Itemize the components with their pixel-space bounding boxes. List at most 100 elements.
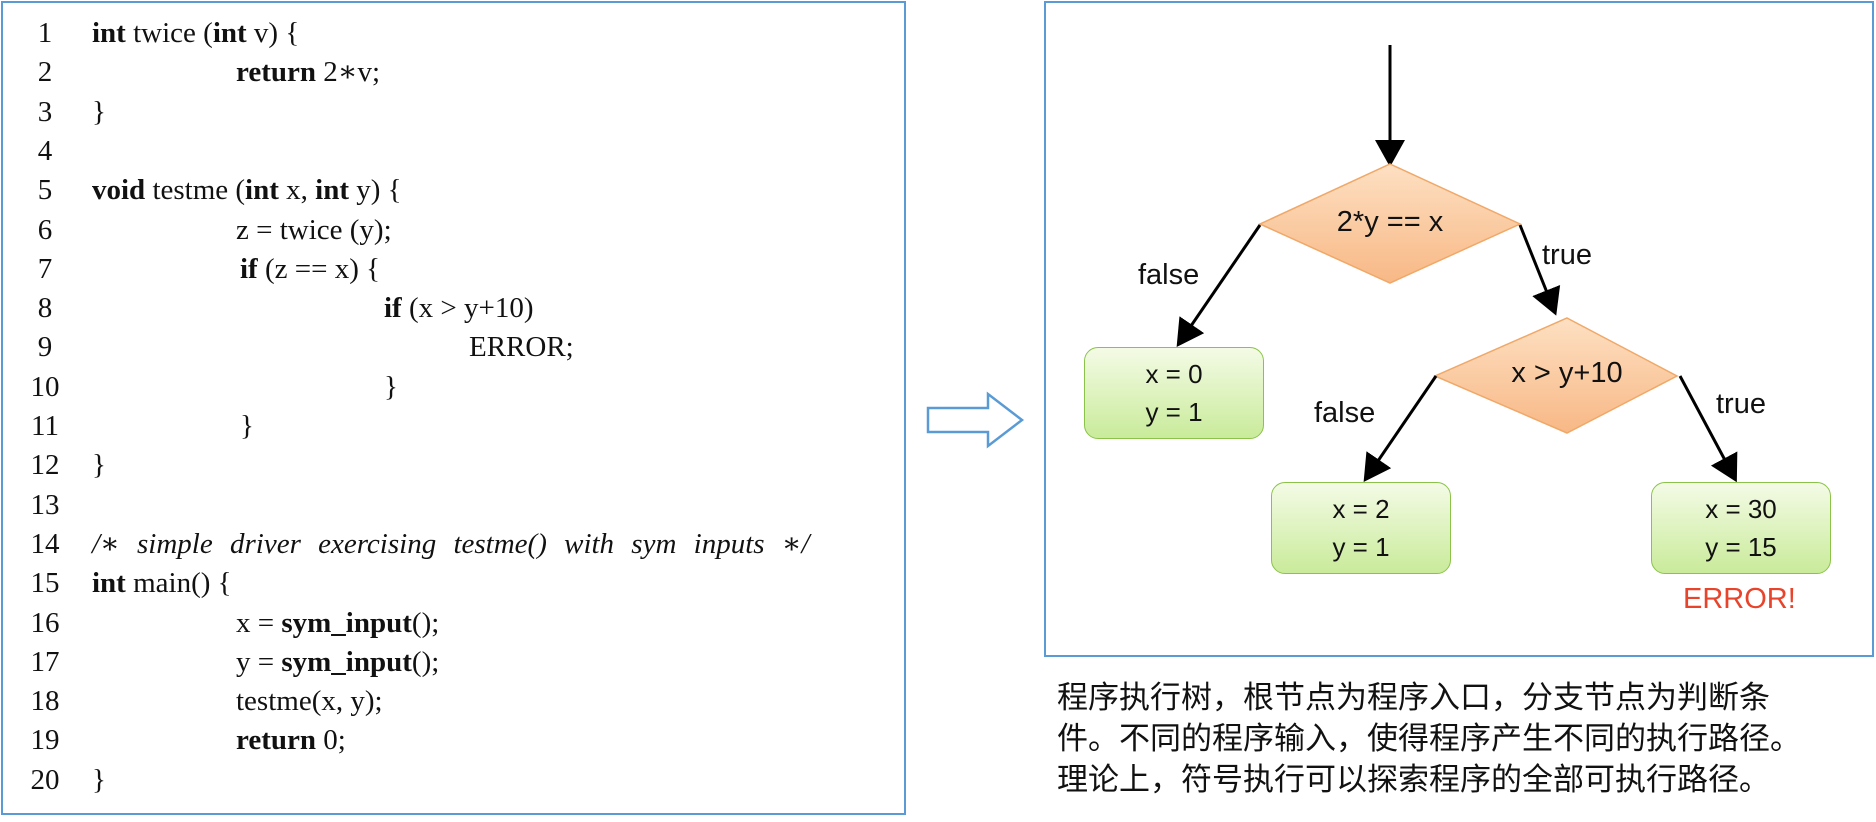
- code-text: return 2∗v;: [236, 53, 380, 92]
- code-line: 6 z = twice (y);: [3, 211, 903, 250]
- code-token: ();: [411, 606, 440, 639]
- code-keyword: return: [236, 724, 317, 757]
- code-text: void testme (int x, int y) {: [92, 171, 402, 210]
- code-text: }: [92, 761, 106, 800]
- code-keyword: if: [240, 252, 258, 285]
- code-text: if (x > y+10): [384, 289, 534, 328]
- inner-true-edge: [1678, 375, 1738, 483]
- code-text: return 0;: [236, 721, 346, 760]
- code-token: testme (: [145, 174, 246, 207]
- line-number: 19: [30, 724, 60, 757]
- code-text: }: [384, 368, 398, 407]
- code-text: y = sym_input();: [236, 643, 439, 682]
- code-text: }: [92, 446, 106, 485]
- code-token: }: [92, 449, 106, 482]
- line-number: 8: [37, 292, 53, 325]
- execution-tree-diagram: [1176, 45, 1738, 483]
- line-number: 20: [30, 763, 60, 796]
- caption-line: 程序执行树，根节点为程序入口，分支节点为判断条: [1057, 680, 1770, 716]
- code-token: }: [92, 763, 106, 796]
- code-keyword: if: [384, 292, 402, 325]
- line-number: 18: [30, 685, 60, 718]
- root-true-label: true: [1542, 239, 1592, 271]
- right-arrow-icon: [926, 391, 1025, 449]
- code-line: 12}: [3, 446, 903, 485]
- code-text: int main() {: [92, 564, 232, 603]
- line-number: 6: [37, 213, 53, 246]
- code-line: 13: [3, 486, 903, 525]
- line-number: 14: [30, 527, 60, 560]
- root-decision-diamond: [1258, 163, 1522, 284]
- code-text: }: [240, 407, 254, 446]
- code-text: x = sym_input();: [236, 604, 439, 643]
- code-line: 4: [3, 132, 903, 171]
- code-keyword: int: [212, 17, 247, 49]
- root-condition: 2*y == x: [1336, 206, 1444, 238]
- root-false-label: false: [1138, 259, 1200, 291]
- code-keyword: int: [315, 174, 349, 207]
- inner-true-label: true: [1716, 388, 1766, 420]
- leaf-node-true-true: x = 30 y = 15: [1651, 482, 1831, 574]
- leaf-y-value: y = 15: [1705, 532, 1777, 562]
- code-line: 3}: [3, 93, 903, 132]
- line-number: 5: [37, 174, 53, 207]
- code-token: z = twice (y);: [236, 213, 392, 246]
- line-number: 16: [30, 606, 60, 639]
- line-number: 10: [30, 370, 60, 403]
- code-token: (z == x) {: [257, 252, 381, 285]
- line-number: 11: [31, 410, 59, 442]
- code-token: ();: [411, 645, 440, 678]
- code-token: }: [240, 410, 254, 442]
- leaf-node-false: x = 0 y = 1: [1084, 347, 1264, 439]
- inner-condition: x > y+10: [1511, 357, 1623, 389]
- code-line: 19 return 0;: [3, 721, 903, 760]
- code-keyword: int: [245, 174, 279, 207]
- line-number: 9: [37, 331, 53, 364]
- code-token: }: [384, 370, 398, 403]
- inner-decision-diamond: [1433, 317, 1679, 434]
- code-line: 14 /∗ simple driver exercising testme() w…: [3, 525, 903, 564]
- code-text: if (z == x) {: [240, 250, 380, 289]
- code-line: 16 x = sym_input();: [3, 604, 903, 643]
- code-token: y =: [236, 645, 282, 678]
- code-keyword: int: [92, 17, 126, 49]
- code-line: 8 if (x > y+10): [3, 289, 903, 328]
- caption-text: 程序执行树，根节点为程序入口，分支节点为判断条 件。不同的程序输入，使得程序产生…: [1057, 678, 1867, 801]
- line-number: 12: [30, 449, 60, 482]
- code-keyword: int: [92, 567, 126, 600]
- error-label: ERROR!: [1683, 583, 1796, 615]
- code-token: 2∗v;: [316, 56, 381, 89]
- code-token: x,: [278, 174, 316, 207]
- leaf-x-value: x = 30: [1705, 494, 1777, 524]
- code-keyword: void: [92, 174, 146, 207]
- code-token: main() {: [125, 567, 232, 600]
- code-token: x =: [236, 606, 282, 639]
- code-token: y) {: [348, 174, 402, 207]
- code-line: 18 testme(x, y);: [3, 682, 903, 721]
- code-token: testme(x, y);: [236, 685, 383, 718]
- line-number: 13: [30, 488, 60, 521]
- code-token: 0;: [316, 724, 346, 757]
- code-line: 9 ERROR;: [3, 328, 903, 367]
- leaf-x-value: x = 2: [1332, 494, 1390, 524]
- code-comment: /∗ simple driver exercising testme() wit…: [92, 527, 810, 560]
- code-text: }: [92, 93, 106, 132]
- line-number: 4: [37, 134, 53, 167]
- code-token: (x > y+10): [401, 292, 534, 325]
- inner-false-edge: [1363, 375, 1438, 482]
- code-text: testme(x, y);: [236, 682, 383, 721]
- code-token: v) {: [246, 17, 300, 49]
- root-true-edge: [1518, 224, 1561, 316]
- leaf-y-value: y = 1: [1332, 532, 1390, 562]
- root-false-edge: [1176, 224, 1262, 347]
- code-token: }: [92, 95, 106, 128]
- leaf-node-true-false: x = 2 y = 1: [1271, 482, 1451, 574]
- code-text: z = twice (y);: [236, 211, 392, 250]
- code-text: ERROR;: [469, 328, 574, 367]
- line-number: 1: [37, 17, 53, 49]
